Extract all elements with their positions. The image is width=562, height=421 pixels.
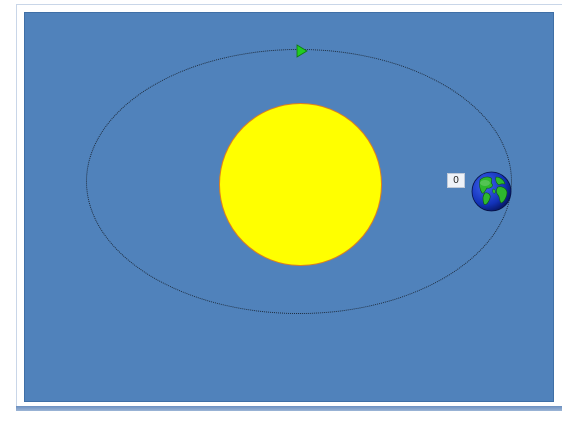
sun-shape[interactable] [219, 103, 382, 266]
earth-globe-icon[interactable] [471, 171, 512, 212]
slide-pane-bottom-edge [16, 406, 562, 411]
animation-order-tag[interactable]: 0 [447, 173, 465, 188]
motion-path-start-icon[interactable] [296, 44, 308, 58]
